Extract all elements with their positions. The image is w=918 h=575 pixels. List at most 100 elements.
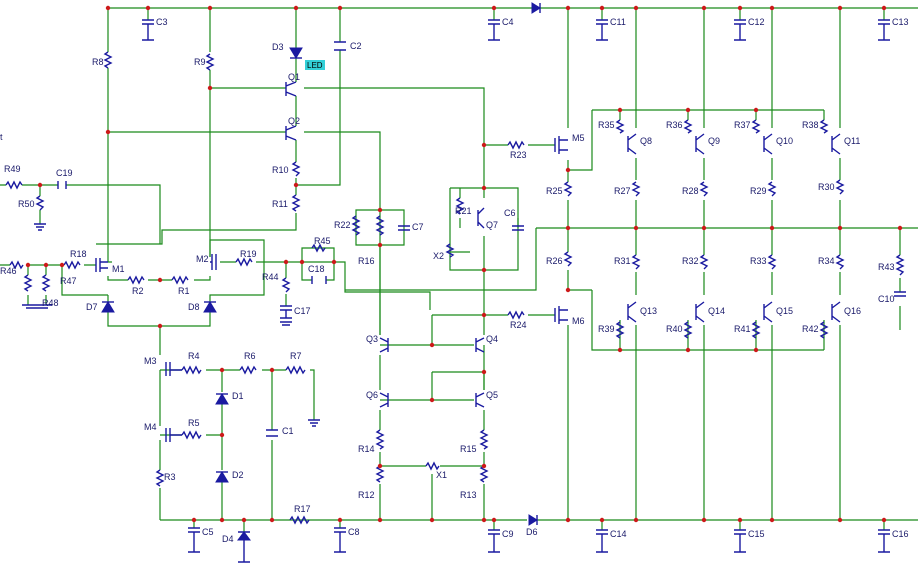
label-C14: C14 xyxy=(610,529,627,539)
label-D1: D1 xyxy=(232,391,244,401)
label-R11: R11 xyxy=(272,199,288,209)
resistor-R43 xyxy=(895,254,905,276)
resistor-R26 xyxy=(563,251,573,267)
resistor-R4 xyxy=(181,365,202,375)
label-C11: C11 xyxy=(610,17,626,27)
label-C12: C12 xyxy=(748,17,765,27)
label-D2: D2 xyxy=(232,470,244,480)
label-R41: R41 xyxy=(734,324,751,334)
resistor-R12 xyxy=(375,465,385,483)
label-R29: R29 xyxy=(750,186,767,196)
resistor-R1 xyxy=(171,275,189,285)
label-R16: R16 xyxy=(358,256,375,266)
label-R50: R50 xyxy=(18,199,35,209)
resistor-R16 xyxy=(375,215,385,236)
label-X1: X1 xyxy=(436,470,447,480)
bjt-Q14 xyxy=(695,301,705,323)
label-C6: C6 xyxy=(504,208,516,218)
label-R36: R36 xyxy=(666,120,683,130)
label-R38: R38 xyxy=(802,120,819,130)
resistor-R18 xyxy=(63,260,81,270)
cap-C6 xyxy=(512,225,524,231)
label-R21: R21 xyxy=(455,206,472,216)
label-R33: R33 xyxy=(750,256,767,266)
resistor-R36 xyxy=(683,119,693,134)
cap-C17 xyxy=(280,305,292,319)
resistor-R17 xyxy=(289,515,310,525)
label-input-fragment: t xyxy=(0,132,3,142)
bjt-Q10 xyxy=(763,133,773,155)
label-R12: R12 xyxy=(358,490,375,500)
label-M3: M3 xyxy=(144,356,157,366)
label-M4: M4 xyxy=(144,422,157,432)
resistor-R42 xyxy=(819,321,829,339)
label-R25: R25 xyxy=(546,186,563,196)
label-Q9: Q9 xyxy=(708,136,720,146)
resistor-X2-pot xyxy=(445,243,455,258)
label-R17: R17 xyxy=(294,504,311,514)
bjt-Q1 xyxy=(285,81,297,97)
label-D3: D3 xyxy=(272,42,284,52)
resistor-R37 xyxy=(751,119,761,134)
label-R39: R39 xyxy=(598,324,615,334)
resistor-R27 xyxy=(631,181,641,197)
diodes xyxy=(101,2,541,563)
bjt-Q2 xyxy=(285,125,297,141)
label-C9: C9 xyxy=(502,529,514,539)
resistor-R10 xyxy=(291,161,301,177)
resistor-R28 xyxy=(699,181,709,197)
label-LED: LED xyxy=(307,61,323,70)
cap-C16 xyxy=(878,529,890,553)
bjt-Q15 xyxy=(763,301,773,323)
label-Q6: Q6 xyxy=(366,390,378,400)
resistor-R8 xyxy=(103,51,113,69)
cap-C19 xyxy=(57,181,67,189)
label-C17: C17 xyxy=(294,306,311,316)
label-R45: R45 xyxy=(314,236,331,246)
label-R9: R9 xyxy=(194,57,206,67)
resistor-R33 xyxy=(767,254,777,270)
label-C10: C10 xyxy=(878,294,895,304)
bjt-Q3 xyxy=(379,337,389,353)
wires xyxy=(0,7,918,532)
label-C3: C3 xyxy=(156,17,168,27)
bjt-Q9 xyxy=(695,133,705,155)
label-Q5: Q5 xyxy=(486,390,498,400)
label-R49: R49 xyxy=(4,164,21,174)
label-R7: R7 xyxy=(290,351,302,361)
resistor-R25 xyxy=(563,181,573,197)
label-Q11: Q11 xyxy=(844,136,860,146)
resistor-X1-pot xyxy=(425,461,440,471)
diode-D8 xyxy=(203,301,217,313)
label-R19: R19 xyxy=(240,249,257,259)
resistor-R48 xyxy=(41,274,51,292)
cap-C4 xyxy=(488,19,500,41)
diode-D1 xyxy=(215,393,229,405)
label-Q13: Q13 xyxy=(640,306,657,316)
label-C7: C7 xyxy=(412,222,424,232)
led-highlight xyxy=(305,60,325,70)
resistor-R23 xyxy=(507,140,525,150)
label-Q10: Q10 xyxy=(776,136,793,146)
label-R26: R26 xyxy=(546,256,563,266)
label-R3: R3 xyxy=(164,472,176,482)
label-R23: R23 xyxy=(510,150,527,160)
diode-D6 xyxy=(528,514,538,526)
cap-C8 xyxy=(334,527,346,553)
resistor-R29 xyxy=(767,181,777,197)
resistor-R9 xyxy=(205,53,215,71)
resistor-R39 xyxy=(615,321,625,339)
label-C4: C4 xyxy=(502,17,514,27)
cap-C11 xyxy=(596,19,608,41)
label-R8: R8 xyxy=(92,57,104,67)
resistor-R35 xyxy=(615,119,625,134)
diode-D2 xyxy=(215,471,229,483)
bjt-Q11 xyxy=(831,133,841,155)
label-R28: R28 xyxy=(682,186,699,196)
label-R22: R22 xyxy=(334,220,351,230)
label-Q7: Q7 xyxy=(486,220,498,230)
resistor-R7 xyxy=(285,365,306,375)
label-R47: R47 xyxy=(60,276,77,286)
capacitors xyxy=(57,19,906,553)
